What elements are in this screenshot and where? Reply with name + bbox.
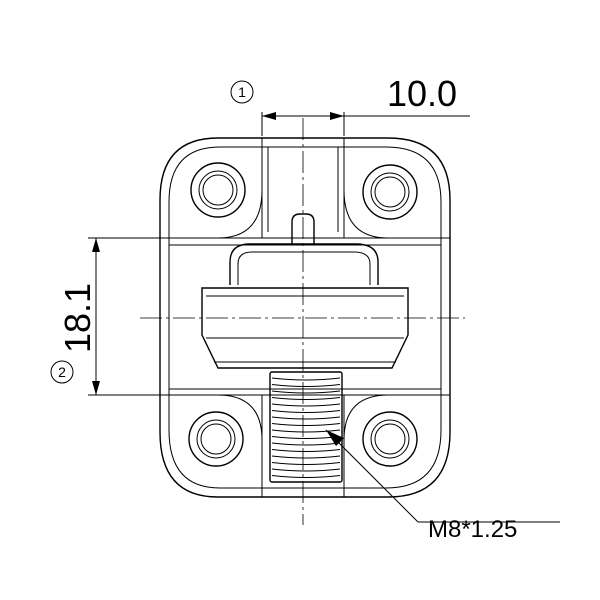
threaded-stud — [269, 371, 343, 483]
hole-top-right — [362, 164, 418, 220]
base-plate — [159, 137, 451, 498]
mounting-holes — [188, 162, 418, 467]
plate-inner-outline — [168, 146, 442, 489]
thread-line — [271, 449, 341, 452]
thread-line — [271, 390, 341, 394]
corner-arc-top-left — [217, 189, 263, 239]
plate-outer-outline — [159, 137, 451, 498]
thread-line — [271, 403, 341, 407]
thread-line — [271, 410, 341, 413]
thread-line — [271, 423, 341, 426]
main-body — [201, 287, 409, 369]
thread-line — [271, 397, 341, 400]
thread-line — [271, 462, 341, 465]
hole-top-left — [190, 162, 246, 218]
thread-line — [271, 436, 341, 439]
dim-height-value: 18.1 — [57, 283, 98, 353]
marker-circle-2 — [50, 360, 74, 384]
corner-arc-bottom-right — [343, 394, 389, 441]
thread-callout: M8*1.25 — [325, 429, 560, 543]
dimension-height: 2 18.1 — [50, 237, 180, 396]
dimension-width: 1 10.0 — [230, 73, 470, 136]
stud-outline — [269, 371, 343, 483]
hole-bottom-right — [362, 411, 418, 467]
thread-callout-label: M8*1.25 — [428, 516, 517, 543]
corner-arc-top-right — [343, 189, 389, 239]
thread-line — [271, 475, 341, 478]
thread-line — [271, 377, 341, 381]
centerlines — [140, 118, 465, 525]
thread-line — [271, 416, 341, 420]
hole-bottom-left — [188, 411, 244, 467]
marker-2-label: 2 — [58, 364, 66, 380]
thread-line — [271, 429, 341, 433]
upper-dome-inner — [237, 251, 371, 285]
marker-circle-1 — [230, 80, 254, 104]
marker-1-label: 1 — [238, 84, 246, 100]
thread-line — [271, 455, 341, 459]
dim-width-value: 10.0 — [387, 73, 457, 114]
upper-dome — [229, 243, 379, 285]
thread-line — [271, 468, 341, 472]
foot-body — [201, 213, 409, 369]
top-nib — [291, 213, 315, 244]
corner-arc-bottom-left — [217, 394, 263, 441]
thread-line — [271, 442, 341, 446]
thread-line — [271, 384, 341, 387]
